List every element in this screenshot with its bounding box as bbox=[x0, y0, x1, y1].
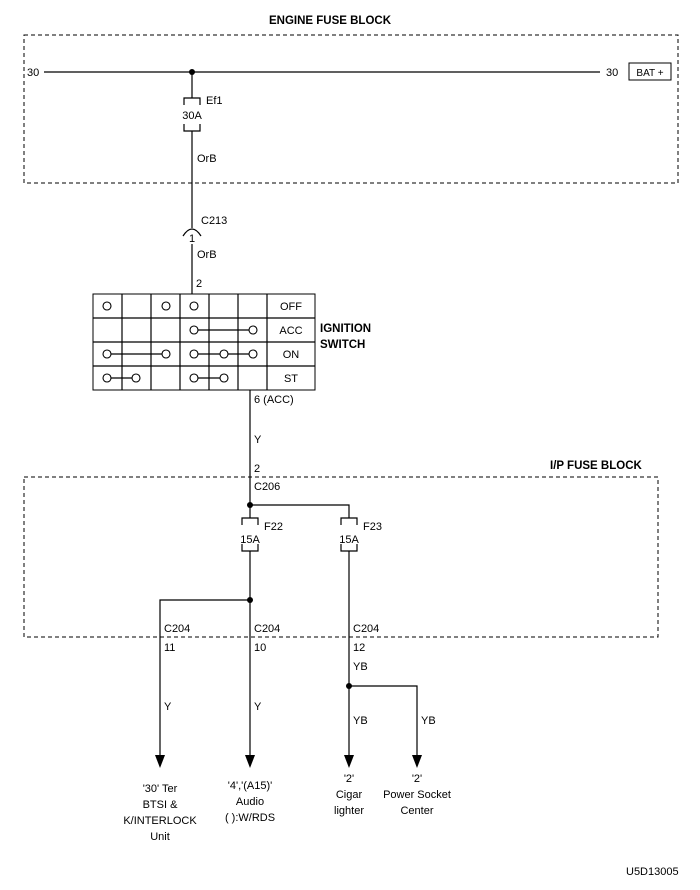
fuse-f23-name: F23 bbox=[363, 521, 382, 533]
cigar-branch-wire-color: YB bbox=[353, 715, 368, 727]
pin11-wire bbox=[159, 599, 250, 755]
engine-fuse-block-boundary bbox=[23, 34, 679, 184]
output2-dest-line3: ( ):W/RDS bbox=[225, 812, 275, 824]
ignition-output-pin: 6 (ACC) bbox=[254, 394, 294, 406]
fuse-ef1-name: Ef1 bbox=[206, 95, 223, 107]
output1-dest-line3: K/INTERLOCK bbox=[123, 815, 197, 827]
output1-arrow bbox=[155, 755, 165, 768]
fuse-f23-rating: 15A bbox=[339, 534, 359, 546]
ignition-switch-title-line1: IGNITION bbox=[320, 323, 371, 335]
power-socket-wire bbox=[349, 685, 418, 755]
power-socket-dest-line1: '2' bbox=[412, 773, 422, 785]
output3-wire-color: YB bbox=[353, 661, 368, 673]
acc-feed-wire-color: Y bbox=[254, 434, 262, 446]
ignition-switch-grid bbox=[92, 293, 316, 391]
engine-fuse-block-title: ENGINE FUSE BLOCK bbox=[269, 15, 392, 27]
f23-feed-wire bbox=[250, 504, 350, 518]
output2-pin: 10 bbox=[254, 642, 266, 654]
cigar-dest-line3: lighter bbox=[334, 805, 364, 817]
output2-wire-color: Y bbox=[254, 701, 262, 713]
output3-pin: 12 bbox=[353, 642, 365, 654]
battery-label-box bbox=[628, 62, 672, 81]
output2-dest-line2: Audio bbox=[236, 796, 264, 808]
output1-dest-line2: BTSI & bbox=[143, 799, 179, 811]
orb-wire-upper-color: OrB bbox=[197, 153, 217, 165]
output2-connector: C204 bbox=[254, 623, 280, 635]
ignition-position-off: OFF bbox=[280, 301, 302, 313]
ignition-position-acc: ACC bbox=[279, 325, 302, 337]
battery-label: BAT + bbox=[636, 68, 663, 79]
output1-connector: C204 bbox=[164, 623, 190, 635]
cigar-arrow bbox=[344, 755, 354, 768]
power-socket-branch-wire-color: YB bbox=[421, 715, 436, 727]
fuse-f22-name: F22 bbox=[264, 521, 283, 533]
output2-dest-line1: '4','(A15)' bbox=[228, 780, 272, 792]
ip-fuse-block-input-pin: 2 bbox=[254, 463, 260, 475]
orb-wire-lower-color: OrB bbox=[197, 249, 217, 261]
ignition-switch-title-line2: SWITCH bbox=[320, 339, 365, 351]
fuse-f22-rating: 15A bbox=[240, 534, 260, 546]
ignition-contact-pins bbox=[102, 301, 258, 383]
diagram-code: U5D13005 bbox=[626, 866, 679, 878]
engine-terminal-left-label: 30 bbox=[27, 67, 39, 79]
output1-dest-line1: '30' Ter bbox=[143, 783, 178, 795]
connector-c213-name: C213 bbox=[201, 215, 227, 227]
power-socket-dest-line3: Center bbox=[400, 805, 433, 817]
connector-c213-symbol bbox=[182, 228, 202, 237]
output1-dest-line4: Unit bbox=[150, 831, 170, 843]
power-socket-dest-line2: Power Socket bbox=[383, 789, 451, 801]
cigar-dest-line2: Cigar bbox=[336, 789, 363, 801]
ignition-input-pin: 2 bbox=[196, 278, 202, 290]
cigar-dest-line1: '2' bbox=[344, 773, 354, 785]
engine-terminal-right-label: 30 bbox=[606, 67, 618, 79]
output2-arrow bbox=[245, 755, 255, 768]
fuse-ef1-rating: 30A bbox=[182, 110, 202, 122]
output1-wire-color: Y bbox=[164, 701, 172, 713]
connector-c206-name: C206 bbox=[254, 481, 280, 493]
ip-fuse-block-boundary bbox=[23, 476, 659, 638]
output3-connector: C204 bbox=[353, 623, 379, 635]
ip-fuse-block-title: I/P FUSE BLOCK bbox=[550, 460, 642, 472]
connector-c213-pin: 1 bbox=[189, 233, 195, 245]
power-socket-arrow bbox=[412, 755, 422, 768]
ignition-position-on: ON bbox=[283, 349, 300, 361]
output1-pin: 11 bbox=[164, 642, 175, 654]
ignition-position-st: ST bbox=[284, 373, 298, 385]
